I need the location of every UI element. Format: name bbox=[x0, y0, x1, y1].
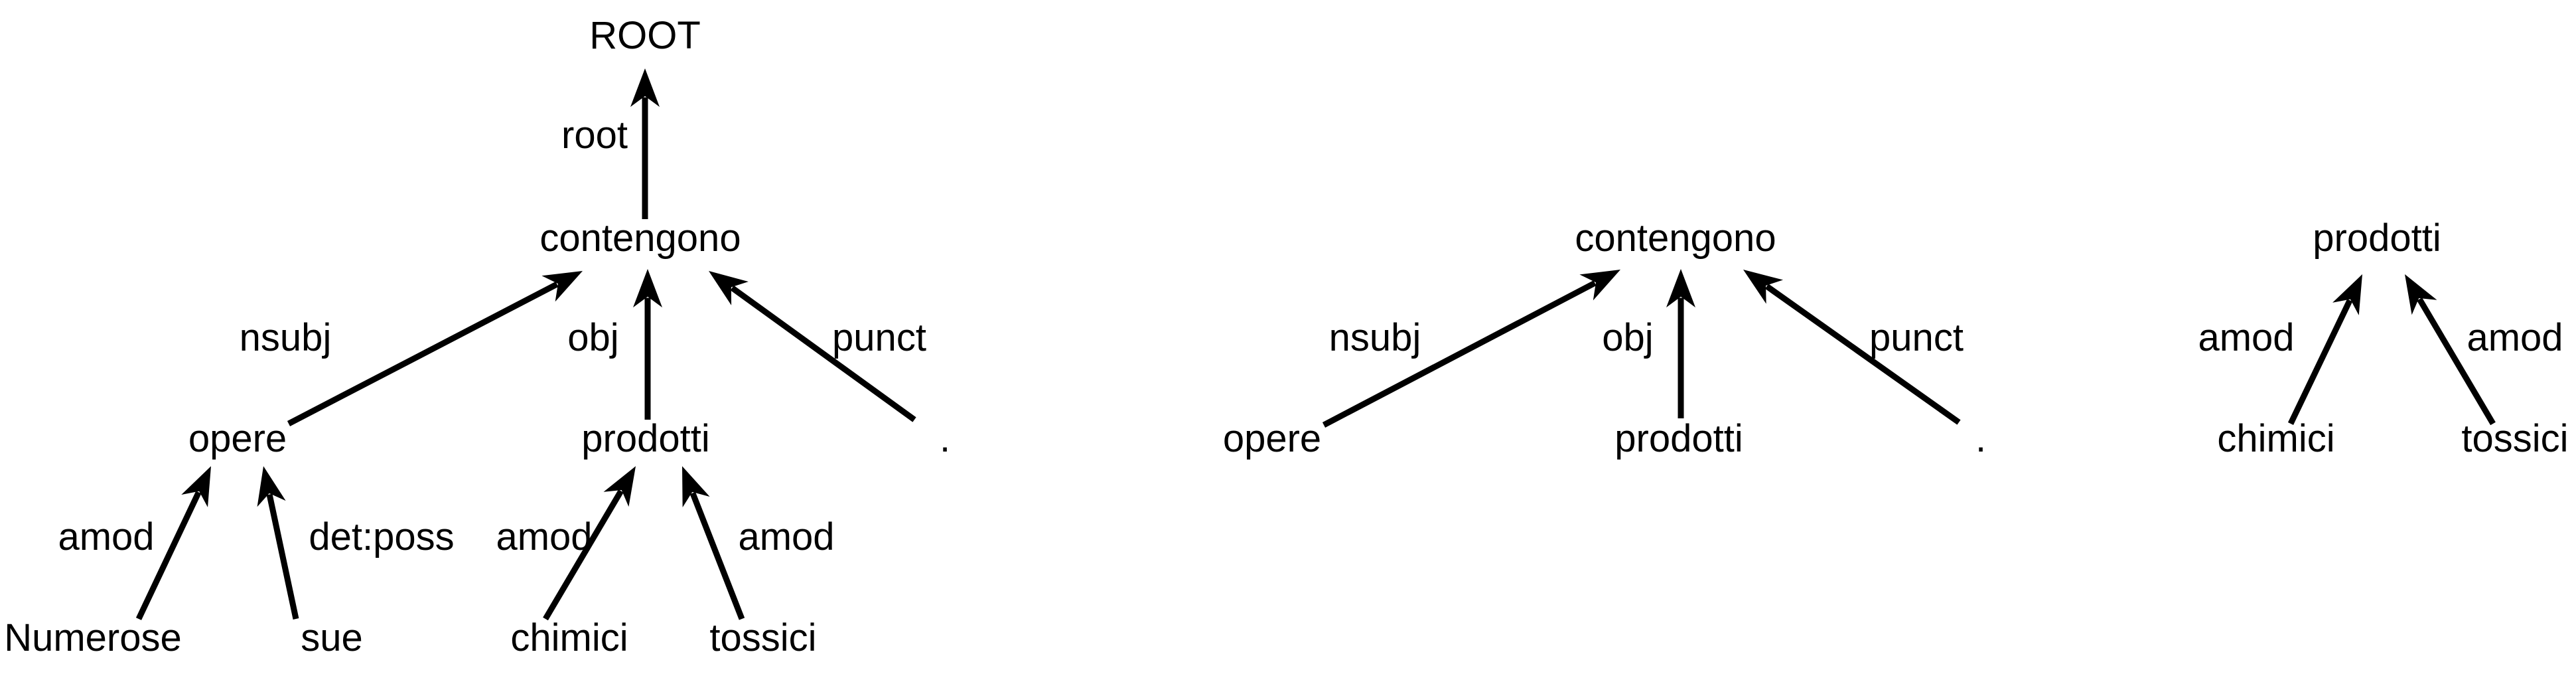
dependency-arrow-line-amod bbox=[2287, 299, 2353, 425]
word-sue: sue bbox=[301, 616, 363, 659]
dependency-arrow-line-amod bbox=[2417, 297, 2496, 426]
word-period: . bbox=[1975, 417, 1986, 460]
word-tossici: tossici bbox=[2461, 417, 2568, 460]
dependency-arrowhead-punct bbox=[1743, 270, 1784, 304]
deprel-label-nsubj: nsubj bbox=[240, 316, 332, 359]
deprel-label-amod: amod bbox=[738, 515, 834, 558]
tree-full-sentence: root nsubj obj punct amod det:poss amod amod ROO… bbox=[4, 14, 950, 659]
deprel-label-obj: obj bbox=[1602, 316, 1653, 359]
dependency-arrow-line-punct bbox=[1764, 284, 1961, 425]
dependency-arrow-line-amod bbox=[543, 489, 624, 621]
dependency-arrowhead-amod bbox=[2405, 274, 2437, 315]
tree-contengono-subtree: nsubj obj punct contengono opere prodotti. bbox=[1223, 216, 1986, 460]
dependency-arrow-line-det-poss bbox=[266, 493, 299, 620]
dependency-arrowhead-obj bbox=[633, 269, 662, 307]
deprel-label-det-poss: det:poss bbox=[309, 515, 454, 558]
dependency-arrowhead-amod bbox=[181, 466, 211, 507]
word-prodotti: prodotti bbox=[581, 417, 709, 460]
dependency-arrow-line-punct bbox=[730, 285, 916, 422]
dependency-arrow-line-amod bbox=[135, 491, 202, 620]
word-prodotti: prodotti bbox=[1614, 417, 1743, 460]
deprel-label-punct: punct bbox=[1869, 316, 1964, 359]
word-root: ROOT bbox=[589, 14, 701, 57]
deprel-label-punct: punct bbox=[832, 316, 926, 359]
dependency-arrowhead-nsubj bbox=[541, 271, 583, 302]
deprel-label-amod: amod bbox=[2198, 316, 2294, 359]
word-prodotti: prodotti bbox=[2313, 216, 2441, 260]
word-chimici: chimici bbox=[2217, 417, 2334, 460]
dependency-arrowhead-root bbox=[630, 68, 660, 107]
dependency-arrow-line-nsubj bbox=[287, 282, 559, 426]
deprel-label-amod: amod bbox=[58, 515, 154, 558]
word-opere: opere bbox=[188, 417, 287, 460]
word-tossici: tossici bbox=[709, 616, 816, 659]
dependency-arrowhead-amod bbox=[603, 466, 636, 507]
deprel-label-obj: obj bbox=[567, 316, 618, 359]
word-contengono: contengono bbox=[539, 216, 741, 260]
dependency-arrowhead-det-poss bbox=[257, 466, 286, 507]
dependency-arrowhead-obj bbox=[1666, 269, 1695, 307]
dependency-arrowhead-nsubj bbox=[1579, 270, 1620, 301]
dependency-arrow-line-amod bbox=[689, 491, 745, 620]
word-period: . bbox=[940, 417, 950, 460]
deprel-label-nsubj: nsubj bbox=[1329, 316, 1421, 359]
word-numerose: Numerose bbox=[4, 616, 182, 659]
tree-prodotti-subtree: amod amod prodotti chimici tossici bbox=[2198, 216, 2568, 460]
word-chimici: chimici bbox=[510, 616, 628, 659]
dependency-arrowhead-amod bbox=[2332, 274, 2362, 315]
dependency-arrowhead-amod bbox=[682, 466, 710, 508]
deprel-label-amod: amod bbox=[2467, 316, 2563, 359]
deprel-label-root: root bbox=[561, 114, 628, 157]
dependency-arrow-line-nsubj bbox=[1322, 280, 1597, 428]
word-opere: opere bbox=[1223, 417, 1321, 460]
deprel-label-amod: amod bbox=[496, 515, 592, 558]
dependency-arrowhead-punct bbox=[709, 271, 749, 305]
word-contengono: contengono bbox=[1575, 216, 1776, 260]
